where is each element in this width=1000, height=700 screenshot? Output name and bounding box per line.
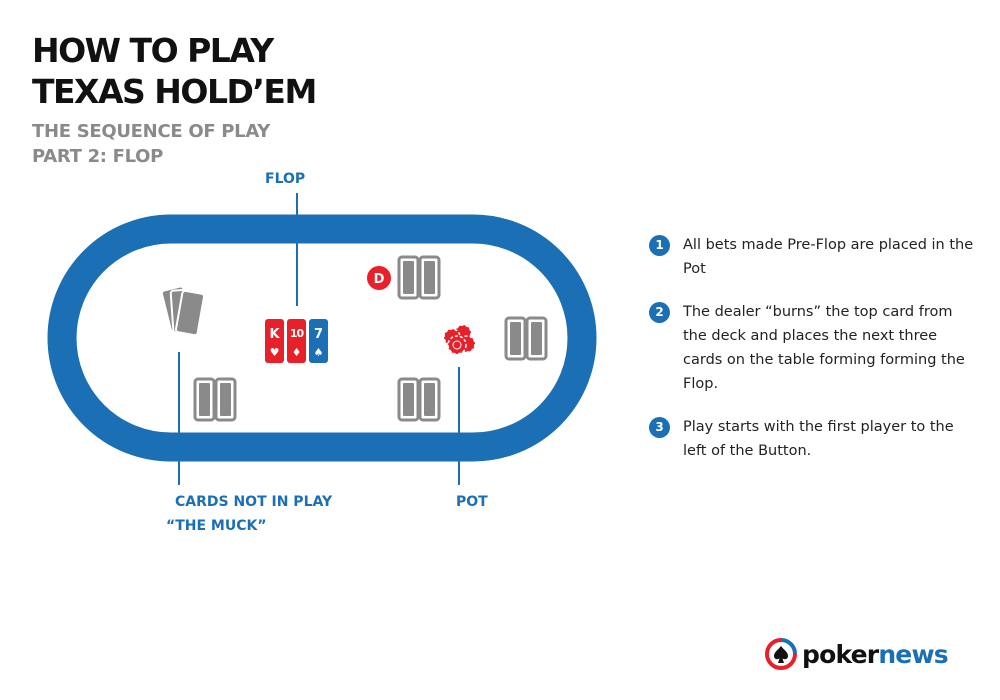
pot-callout-label: POT — [456, 494, 488, 510]
player-hand-bottom-left — [193, 377, 237, 422]
muck-pile-icon — [160, 285, 206, 337]
spade-suit-icon: ♠ — [314, 346, 324, 359]
flop-card-2: 10 ♦ — [287, 319, 306, 363]
player-hand-bottom-right — [397, 377, 441, 422]
flop-card-1: K ♥ — [265, 319, 284, 363]
step-item-1: 1 All bets made Pre-Flop are placed in t… — [649, 233, 979, 281]
step-text-3: Play starts with the first player to the… — [683, 419, 954, 459]
step-number-2: 2 — [649, 302, 670, 323]
page-title: HOW TO PLAY TEXAS HOLD’EM — [32, 30, 317, 112]
flop-callout-label: FLOP — [265, 171, 306, 187]
flop-card-1-rank: K — [269, 327, 280, 342]
steps-list: 1 All bets made Pre-Flop are placed in t… — [649, 233, 979, 482]
table-rail — [47, 214, 597, 462]
dealer-button-label: D — [374, 272, 385, 287]
subtitle-line-1: THE SEQUENCE OF PLAY — [32, 121, 270, 142]
player-hand-right — [504, 316, 548, 361]
pokernews-wordmark: pokernews — [802, 639, 949, 669]
logo-text-news: news — [878, 639, 948, 669]
title-line-1: HOW TO PLAY — [32, 31, 274, 70]
logo-text-poker: poker — [802, 639, 879, 669]
diamond-suit-icon: ♦ — [292, 346, 302, 359]
step-item-3: 3 Play starts with the first player to t… — [649, 415, 979, 463]
subtitle-line-2: PART 2: FLOP — [32, 146, 164, 167]
step-number-1: 1 — [649, 235, 670, 256]
flop-card-3-rank: 7 — [314, 327, 323, 342]
page-subtitle: THE SEQUENCE OF PLAY PART 2: FLOP — [32, 119, 270, 169]
pokernews-logo-icon — [765, 638, 797, 670]
title-line-2: TEXAS HOLD’EM — [32, 72, 317, 111]
step-text-2: The dealer “burns” the top card from the… — [683, 304, 965, 392]
flop-card-3: 7 ♠ — [309, 319, 328, 363]
heart-suit-icon: ♥ — [270, 346, 280, 359]
pokernews-logo: pokernews — [765, 638, 949, 670]
pot-chips-icon — [443, 324, 476, 355]
muck-callout-label-1: CARDS NOT IN PLAY — [175, 494, 333, 510]
step-number-3: 3 — [649, 417, 670, 438]
muck-callout-label-2: “THE MUCK” — [166, 518, 267, 534]
player-hand-top — [397, 255, 441, 300]
step-item-2: 2 The dealer “burns” the top card from t… — [649, 300, 979, 396]
step-text-1: All bets made Pre-Flop are placed in the… — [683, 237, 974, 277]
dealer-button: D — [367, 266, 391, 290]
flop-card-2-rank: 10 — [290, 327, 305, 340]
